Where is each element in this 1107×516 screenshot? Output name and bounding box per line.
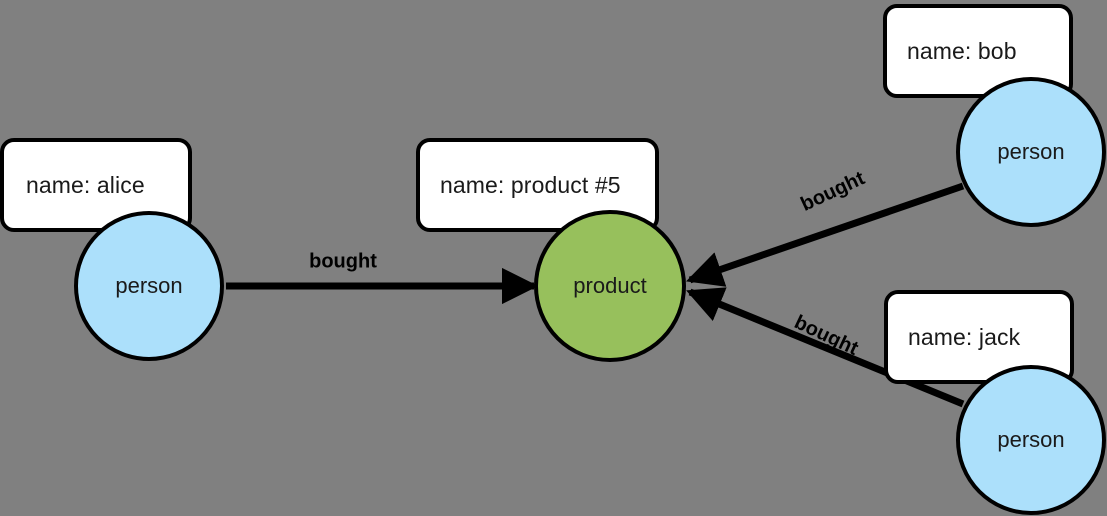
- property-text-alice: name: alice: [26, 171, 145, 198]
- edge-label-alice-bought: bought: [309, 250, 377, 273]
- property-text-product: name: product #5: [440, 171, 621, 198]
- property-box-jack: name: jack: [884, 290, 1074, 384]
- node-label-alice: person: [115, 273, 183, 298]
- property-text-jack: name: jack: [908, 323, 1021, 350]
- node-alice[interactable]: person: [74, 211, 224, 361]
- node-label-jack: person: [997, 427, 1065, 452]
- edge-line-jack-bought-product: [686, 287, 965, 408]
- property-text-bob: name: bob: [907, 37, 1017, 64]
- node-label-product: product: [573, 273, 647, 298]
- node-bob[interactable]: person: [956, 77, 1106, 227]
- node-product[interactable]: product: [534, 210, 686, 362]
- node-jack[interactable]: person: [956, 365, 1106, 515]
- edge-line-bob-bought-product: [686, 182, 965, 287]
- node-label-bob: person: [997, 139, 1065, 164]
